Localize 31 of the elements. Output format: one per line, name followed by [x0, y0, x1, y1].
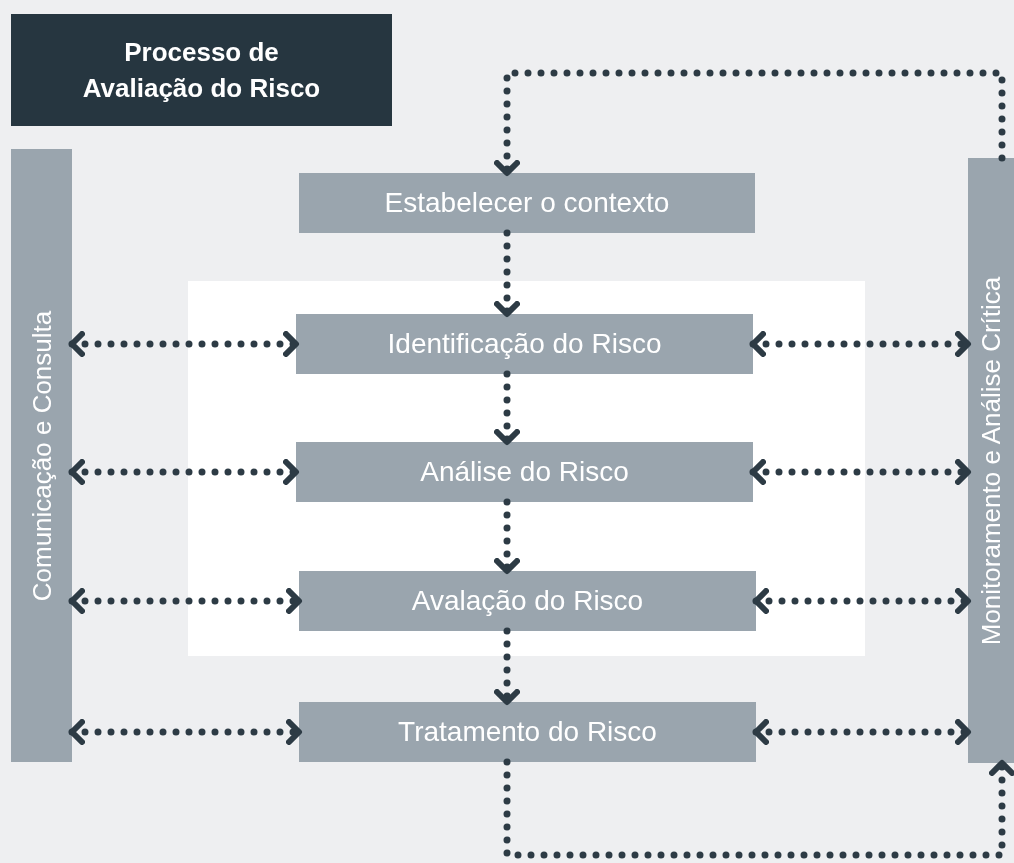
side-bar: [11, 149, 72, 762]
title-box: [11, 14, 392, 126]
dotted-arrow: [503, 758, 1014, 859]
dotted-arrow: [752, 588, 972, 614]
box-label: Identificação do Risco: [387, 328, 662, 360]
side-bar: [968, 158, 1014, 763]
process-box: [299, 571, 756, 631]
bar-label: Monitoramento e Análise Crítica: [975, 276, 1007, 645]
dotted-arrow: [749, 331, 972, 357]
dotted-arrow: [68, 719, 303, 745]
box-label: Estabelecer o contexto: [384, 187, 670, 219]
dotted-arrow: [494, 229, 520, 318]
box-label: Avalação do Risco: [411, 585, 644, 617]
dotted-arrow: [494, 627, 520, 706]
dotted-arrow: [68, 459, 300, 485]
dotted-arrow: [749, 459, 972, 485]
title: Processo de Avaliação do Risco: [81, 35, 322, 105]
bar-label: Comunicação e Consulta: [26, 310, 57, 601]
dotted-arrow: [494, 69, 1006, 177]
dotted-arrow: [494, 370, 520, 446]
process-box: [296, 314, 753, 374]
process-box: [299, 702, 756, 762]
dotted-arrow: [752, 719, 972, 745]
box-label: Tratamento do Risco: [398, 716, 657, 748]
process-box: [296, 442, 753, 502]
dotted-arrow: [68, 588, 303, 614]
panel-background: [188, 281, 865, 656]
dotted-arrow: [494, 498, 520, 575]
dotted-arrow: [68, 331, 300, 357]
box-label: Análise do Risco: [420, 456, 629, 488]
process-box: [299, 173, 755, 233]
